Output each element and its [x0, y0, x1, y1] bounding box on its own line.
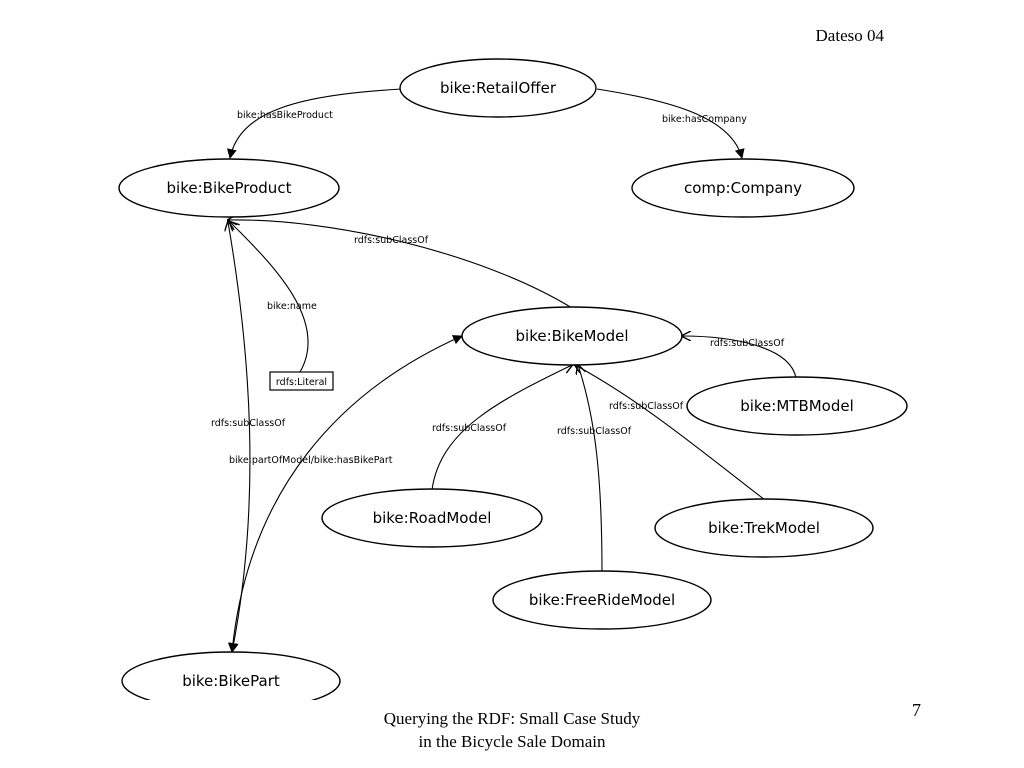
edge-part-subclass-product: [228, 222, 251, 652]
node-label-trek-model: bike:TrekModel: [708, 519, 820, 537]
node-road-model: bike:RoadModel: [321, 488, 543, 548]
edge-label-road-subclass: rdfs:subClassOf: [432, 423, 507, 434]
edge-label-has-company: bike:hasCompany: [662, 114, 747, 125]
node-literal: rdfs:Literal: [269, 371, 334, 391]
edge-freeride-subclass: [578, 365, 603, 574]
node-label-company: comp:Company: [684, 179, 802, 197]
node-retail-offer: bike:RetailOffer: [399, 58, 597, 118]
edge-label-mtb-subclass: rdfs:subClassOf: [710, 338, 785, 349]
node-bike-part: bike:BikePart: [121, 651, 341, 700]
edge-label-name: bike:name: [267, 301, 317, 312]
edge-name: [230, 222, 309, 373]
edge-has-company: [596, 88, 745, 159]
node-label-bike-product: bike:BikeProduct: [167, 179, 292, 197]
node-label-bike-model: bike:BikeModel: [516, 327, 629, 345]
header-title: Dateso 04: [815, 26, 884, 45]
node-freeride-model: bike:FreeRideModel: [492, 570, 712, 630]
node-label-freeride-model: bike:FreeRideModel: [529, 591, 675, 609]
edge-label-has-bike-product: bike:hasBikeProduct: [237, 110, 333, 121]
edge-road-subclass: [431, 365, 572, 491]
edge-mtb-subclass: [682, 336, 797, 379]
edge-label-trek-subclass: rdfs:subClassOf: [609, 401, 684, 412]
node-trek-model: bike:TrekModel: [654, 498, 874, 558]
edge-trek-subclass: [575, 365, 766, 501]
edge-label-model-subclass-product: rdfs:subClassOf: [354, 235, 429, 246]
node-label-literal: rdfs:Literal: [276, 377, 327, 388]
page-number: 7: [912, 700, 921, 720]
node-bike-product: bike:BikeProduct: [118, 158, 340, 218]
edges: bike:hasBikeProduct bike:hasCompany rdfs…: [211, 88, 797, 653]
node-company: comp:Company: [631, 158, 855, 218]
footer-line-2: in the Bicycle Sale Domain: [418, 732, 606, 751]
node-label-mtb-model: bike:MTBModel: [740, 397, 854, 415]
footer-line-1: Querying the RDF: Small Case Study: [383, 709, 641, 728]
edge-part-of-model: [227, 335, 463, 653]
rdf-schema-diagram: bike:hasBikeProduct bike:hasCompany rdfs…: [118, 58, 908, 700]
footer-title: Querying the RDF: Small Case Study in th…: [312, 707, 712, 753]
node-label-road-model: bike:RoadModel: [373, 509, 492, 527]
node-mtb-model: bike:MTBModel: [686, 376, 908, 436]
node-label-bike-part: bike:BikePart: [182, 672, 280, 690]
node-bike-model: bike:BikeModel: [461, 306, 683, 366]
node-label-retail-offer: bike:RetailOffer: [440, 79, 557, 97]
edge-has-bike-product: [226, 88, 403, 159]
edge-label-part-of-model: bike:partOfModel/bike:hasBikePart: [229, 455, 393, 466]
edge-label-freeride-subclass: rdfs:subClassOf: [557, 426, 632, 437]
edge-model-subclass-product: [228, 220, 573, 309]
edge-label-part-subclass-product: rdfs:subClassOf: [211, 418, 286, 429]
